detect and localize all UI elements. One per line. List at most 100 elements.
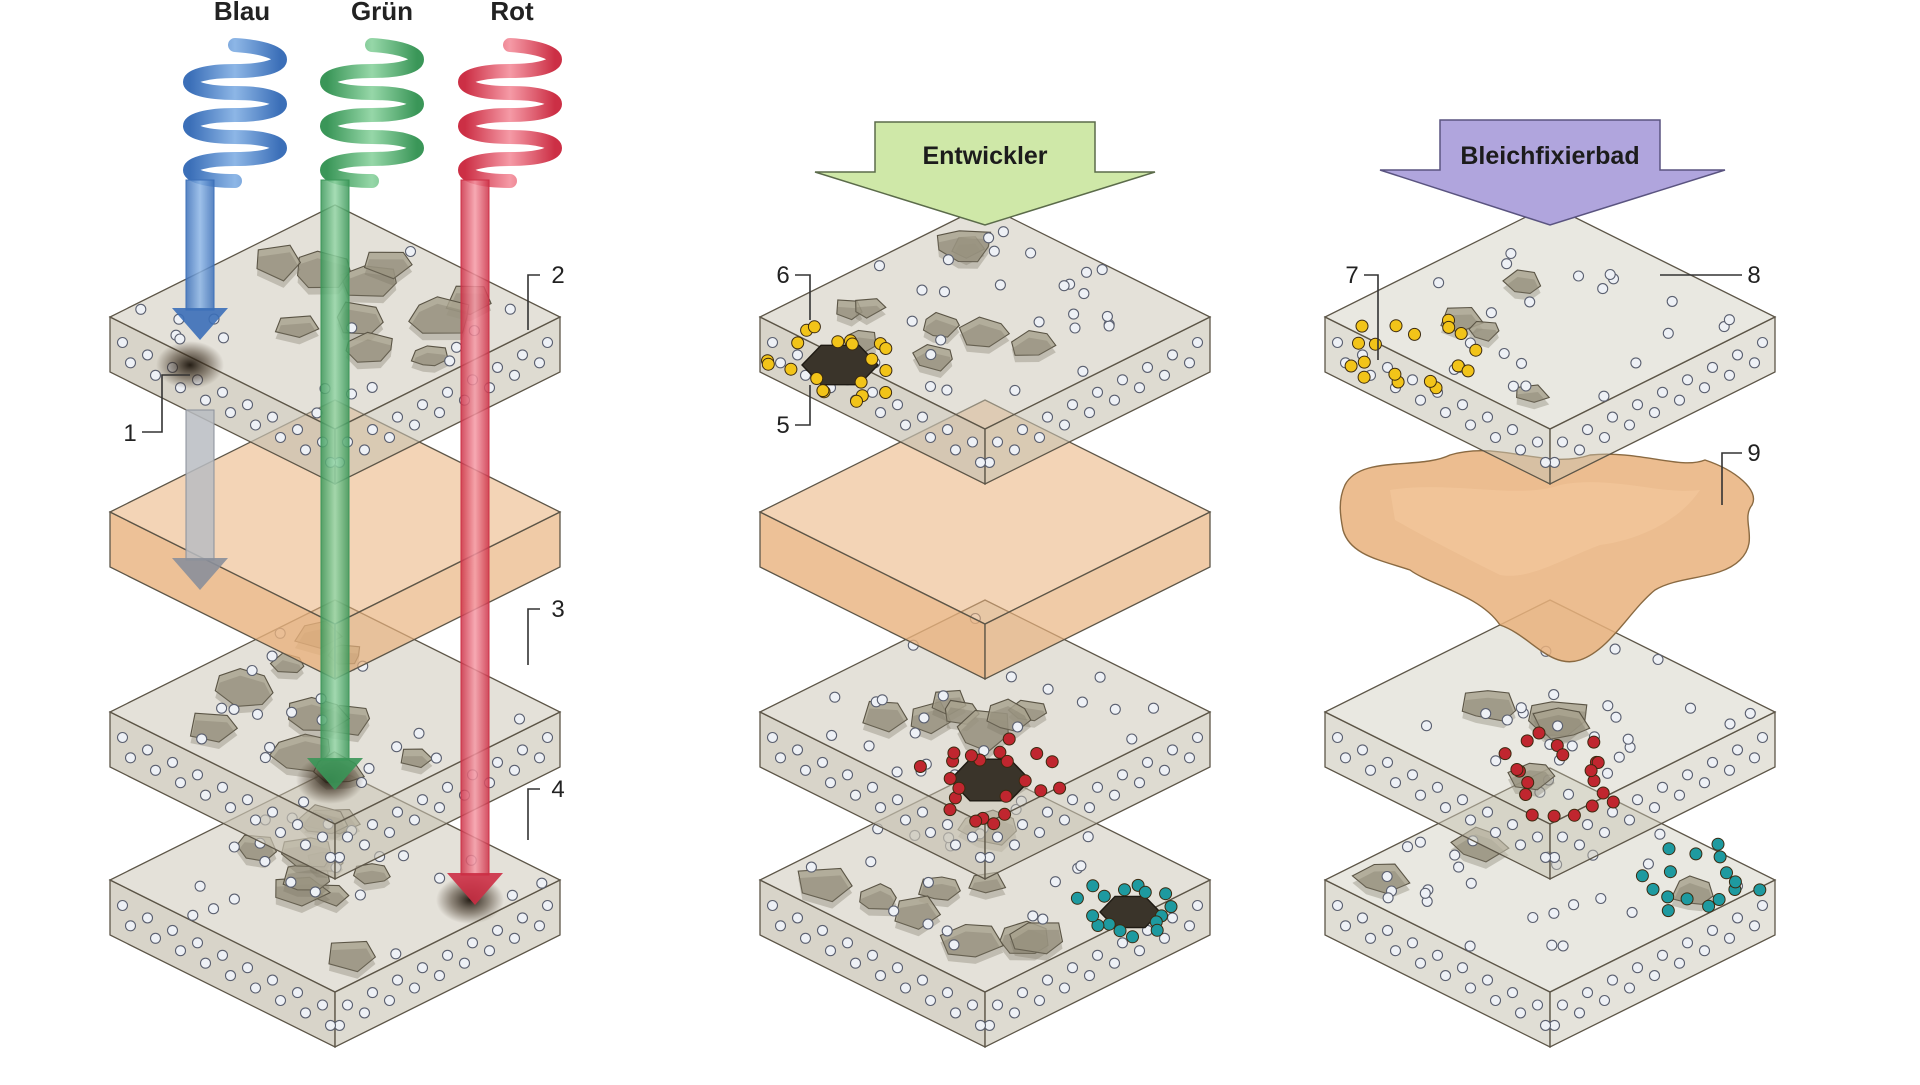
bf-layer-blue-sensitive-top-face	[1323, 204, 1777, 430]
coupler-dot	[1141, 756, 1154, 768]
dye-dot	[1521, 776, 1535, 789]
coupler-dot	[264, 741, 276, 753]
coupler-dot	[949, 444, 962, 456]
blue-light-absorbed	[172, 409, 228, 590]
coupler-dot	[849, 789, 862, 801]
coupler-dot	[1748, 752, 1761, 764]
coupler-dot	[1531, 999, 1544, 1011]
coupler-dot	[441, 386, 454, 398]
coupler-dot	[1041, 806, 1054, 818]
coupler-dot	[199, 394, 212, 406]
coupler-dot	[174, 945, 187, 957]
coupler-dot	[948, 939, 960, 951]
coupler-dot	[924, 994, 937, 1007]
coupler-dot	[1096, 264, 1108, 276]
dye-dot	[1454, 327, 1468, 340]
callout-9: 9	[1747, 440, 1760, 467]
coupler-dot	[124, 752, 137, 764]
coupler-dot	[141, 912, 154, 924]
bleach-fix-label: Bleichfixierbad	[1460, 142, 1639, 170]
dye-dot	[1661, 890, 1675, 904]
coupler-dot	[1042, 683, 1054, 695]
coupler-dot	[1548, 907, 1560, 919]
column-bleach-fix	[1323, 204, 1777, 1049]
coupler-dot	[1642, 858, 1654, 870]
coupler-dot	[1108, 789, 1121, 801]
coupler-dot	[1598, 390, 1610, 402]
coupler-dot	[149, 764, 162, 776]
coupler-dot	[1723, 369, 1736, 381]
dye-dot	[1086, 909, 1100, 923]
coupler-dot	[791, 349, 804, 361]
coupler-dot	[516, 744, 529, 756]
dye-dot	[854, 375, 868, 389]
coupler-dot	[1520, 380, 1532, 392]
coupler-dot	[433, 407, 446, 419]
dye-dot	[1118, 883, 1131, 897]
coupler-dot	[1037, 913, 1049, 925]
coupler-dot	[1453, 861, 1465, 873]
coupler-dot	[298, 796, 310, 808]
coupler-dot	[416, 962, 429, 974]
callout-2: 2	[551, 262, 564, 289]
coupler-dot	[1681, 769, 1694, 781]
silver-halide-grain	[1010, 330, 1057, 356]
coupler-dot	[1681, 937, 1694, 949]
dev-grains-red	[797, 809, 1064, 964]
filter-top-face	[1390, 482, 1700, 576]
dye-dot	[947, 746, 961, 760]
dye-dot	[1352, 336, 1365, 350]
coupler-dot	[826, 729, 838, 741]
coupler-dot	[1506, 424, 1519, 436]
coupler-dot	[1158, 932, 1171, 944]
coupler-dot	[1094, 671, 1106, 683]
dye-dot	[1711, 837, 1725, 851]
coupler-dot	[916, 974, 929, 986]
coupler-dot	[1066, 399, 1079, 411]
dye-dot	[1030, 747, 1044, 760]
coupler-dot	[433, 802, 446, 814]
coupler-dot	[891, 962, 904, 974]
dye-dot	[1556, 748, 1570, 762]
coupler-dot	[1481, 806, 1494, 818]
dye-dot	[952, 781, 966, 795]
coupler-dot	[397, 850, 410, 862]
silver-halide-grain	[1502, 269, 1542, 294]
coupler-dot	[1631, 399, 1644, 411]
leader-9	[1721, 452, 1742, 505]
coupler-dot	[1433, 277, 1445, 289]
coupler-dot	[922, 918, 934, 930]
coupler-dot	[1389, 777, 1402, 789]
grain-shadow	[923, 319, 960, 344]
coupler-dot	[1077, 365, 1089, 377]
grain-shadow	[364, 259, 413, 286]
coupler-dot	[1027, 910, 1039, 922]
coupler-dot	[997, 226, 1009, 238]
coupler-dot	[1083, 407, 1096, 419]
callout-7: 7	[1345, 262, 1358, 289]
coupler-dot	[408, 419, 421, 431]
coupler-dot	[1514, 839, 1527, 851]
callout-1: 1	[123, 420, 136, 447]
coupler-dot	[274, 994, 287, 1007]
coupler-dot	[966, 999, 979, 1011]
coupler-dot	[266, 411, 279, 423]
coupler-dot	[1126, 733, 1138, 745]
coupler-dot	[354, 889, 366, 901]
coupler-dot	[1464, 940, 1476, 952]
coupler-dot	[1539, 1019, 1552, 1031]
coupler-dot	[1141, 361, 1154, 373]
coupler-dot	[191, 937, 204, 949]
coupler-dot	[1581, 819, 1594, 831]
coupler-dot	[1016, 819, 1029, 831]
coupler-dot	[516, 349, 529, 361]
coupler-dot	[899, 814, 912, 826]
green-light-wave	[320, 38, 424, 188]
coupler-dot	[1598, 431, 1611, 444]
coupler-dot	[849, 957, 862, 969]
silver-halide-grain	[363, 251, 413, 280]
dye-dot	[1591, 756, 1605, 769]
coupler-dot	[141, 744, 154, 756]
coupler-dot	[1133, 945, 1146, 957]
dye-dot	[1113, 924, 1127, 938]
